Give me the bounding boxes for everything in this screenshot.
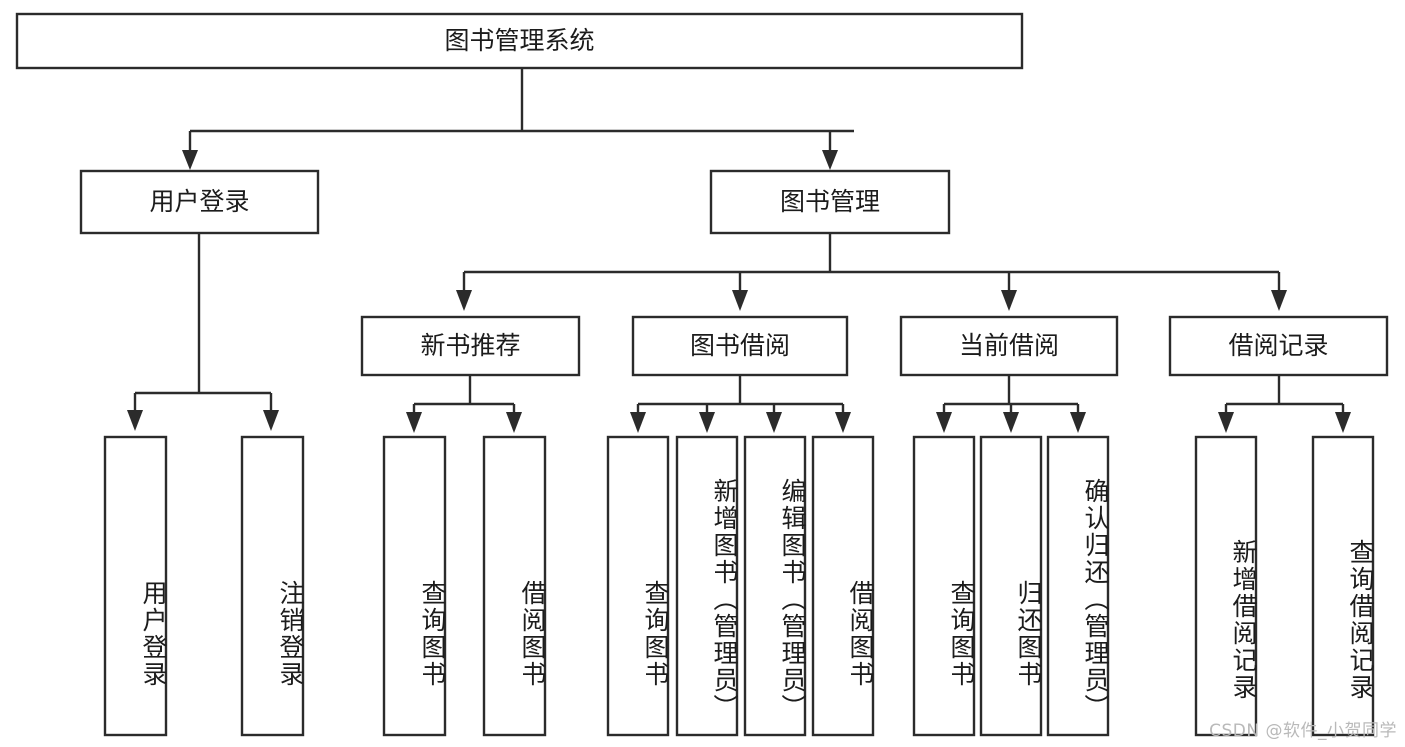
node-book-borrow-box[interactable] (631, 315, 849, 377)
connector-group-root (182, 68, 854, 170)
node-book-management-label: 图书管理 (780, 187, 880, 216)
node-new-book-recommend-label: 新书推荐 (420, 331, 520, 360)
arrow-to-user-login-icon (182, 150, 198, 170)
leaf-box-current-borrow-2[interactable] (979, 435, 1043, 737)
arrow-cb-c1-icon (936, 412, 952, 433)
node-borrow-record[interactable]: 借阅记录 (1168, 315, 1389, 377)
node-current-borrow-box[interactable] (899, 315, 1119, 377)
arrow-br-c1-icon (1218, 412, 1234, 433)
arrow-br-c2-icon (1335, 412, 1351, 433)
arrow-nbr-c2-icon (506, 412, 522, 433)
node-user-login[interactable]: 用户登录 (79, 169, 320, 235)
node-new-book-recommend-box[interactable] (360, 315, 581, 377)
arrow-bb-c1-icon (630, 412, 646, 433)
node-book-borrow-label: 图书借阅 (690, 331, 790, 360)
arrow-cb-c3-icon (1070, 412, 1086, 433)
node-root-system-label: 图书管理系统 (444, 26, 594, 55)
node-book-borrow[interactable]: 图书借阅 (631, 315, 849, 377)
leaf-box-new-book-recommend-2[interactable] (482, 435, 547, 737)
arrow-bm-c3-icon (1001, 290, 1017, 311)
node-borrow-record-box[interactable] (1168, 315, 1389, 377)
node-user-login-box[interactable] (79, 169, 320, 235)
node-user-login-label: 用户登录 (149, 187, 249, 216)
leaf-box-new-book-recommend-1[interactable] (382, 435, 447, 737)
connector-group-book-borrow (630, 375, 851, 433)
arrow-bb-c2-icon (699, 412, 715, 433)
leaf-box-user-login-1[interactable] (103, 435, 168, 737)
arrow-bm-c4-icon (1271, 290, 1287, 311)
arrow-to-book-mgmt-icon (822, 150, 838, 170)
connector-group-new-book-recommend (406, 375, 522, 433)
node-book-management[interactable]: 图书管理 (709, 169, 951, 235)
arrow-bm-c1-icon (456, 290, 472, 311)
leaf-box-user-login-2[interactable] (240, 435, 305, 737)
connector-group-borrow-record (1218, 375, 1351, 433)
node-root-system[interactable]: 图书管理系统 (15, 12, 1024, 70)
leaf-box-book-borrow-2[interactable] (675, 435, 739, 737)
node-new-book-recommend[interactable]: 新书推荐 (360, 315, 581, 377)
arrow-bb-c3-icon (766, 412, 782, 433)
leaf-box-book-borrow-4[interactable] (811, 435, 875, 737)
leaf-box-borrow-record-2[interactable] (1311, 435, 1375, 737)
arrow-bb-c4-icon (835, 412, 851, 433)
node-current-borrow-label: 当前借阅 (959, 331, 1059, 360)
leaf-box-book-borrow-3[interactable] (743, 435, 807, 737)
connector-group-user-login (127, 233, 279, 431)
leaf-box-current-borrow-1[interactable] (912, 435, 976, 737)
node-root-system-box[interactable] (15, 12, 1024, 70)
arrow-cb-c2-icon (1003, 412, 1019, 433)
arrow-user-login-c2-icon (263, 410, 279, 431)
connector-group-current-borrow (936, 375, 1086, 433)
arrow-nbr-c1-icon (406, 412, 422, 433)
leaf-box-book-borrow-1[interactable] (606, 435, 670, 737)
leaf-box-borrow-record-1[interactable] (1194, 435, 1258, 737)
node-borrow-record-label: 借阅记录 (1228, 331, 1328, 360)
connector-group-book-management (456, 233, 1287, 311)
node-current-borrow[interactable]: 当前借阅 (899, 315, 1119, 377)
leaf-box-current-borrow-3[interactable] (1046, 435, 1110, 737)
arrow-user-login-c1-icon (127, 410, 143, 431)
arrow-bm-c2-icon (732, 290, 748, 311)
